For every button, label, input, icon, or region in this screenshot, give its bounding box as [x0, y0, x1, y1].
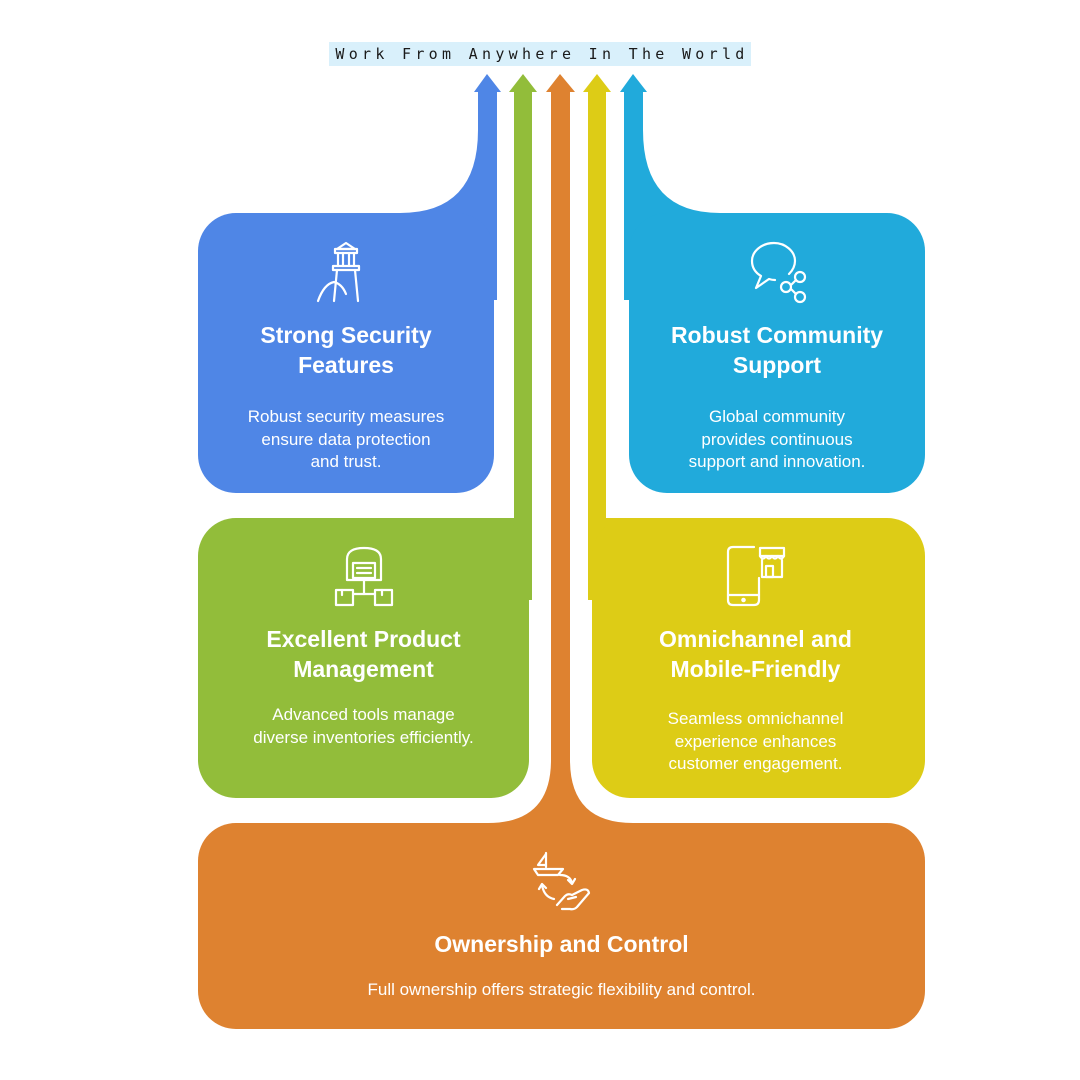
product-desc-line1: Advanced tools manage: [272, 705, 455, 724]
warehouse-network-icon: [334, 546, 393, 607]
card-omnichannel: [592, 518, 925, 798]
ship-hand-icon: [532, 851, 590, 911]
community-title-line2: Support: [732, 352, 822, 378]
security-title-line2: Features: [298, 352, 394, 378]
omnichannel-title-line1: Omnichannel and: [659, 626, 852, 652]
omnichannel-desc-line3: customer engagement.: [668, 754, 843, 773]
community-desc-line1: Global community: [708, 407, 846, 426]
card-product: [198, 518, 529, 798]
community-card-content: Robust Community Support Global communit…: [629, 240, 925, 474]
omnichannel-desc-line2: experience enhances: [674, 731, 837, 751]
community-title-line1: Robust Community: [670, 322, 884, 348]
product-title-line1: Excellent Product: [266, 626, 461, 652]
mobile-store-icon: [726, 545, 785, 607]
green-arrowhead: [509, 74, 537, 92]
ownership-card-content: Ownership and Control Full ownership off…: [198, 849, 925, 1002]
lighthouse-icon: [316, 241, 361, 303]
security-title-line1: Strong Security: [260, 322, 432, 348]
orange-arrowhead: [546, 74, 575, 92]
product-card-content: Excellent Product Management Advanced to…: [198, 544, 529, 749]
cyan-arrowhead: [620, 74, 647, 92]
card-community: [629, 213, 925, 493]
diagram-title: Work From Anywhere In The World: [329, 42, 751, 66]
card-ownership: [198, 823, 925, 1029]
ownership-desc: Full ownership offers strategic flexibil…: [367, 980, 756, 999]
product-desc-line2: diverse inventories efficiently.: [253, 727, 474, 747]
blue-arrowhead: [474, 74, 501, 92]
chat-share-icon: [750, 241, 807, 304]
product-title-line2: Management: [293, 656, 434, 682]
community-desc-line2: provides continuous: [701, 429, 853, 449]
community-desc-line3: support and innovation.: [688, 452, 866, 471]
security-desc-line2: ensure data protection: [261, 429, 431, 449]
security-card-content: Strong Security Features Robust security…: [198, 240, 494, 474]
ownership-title: Ownership and Control: [434, 931, 689, 957]
security-desc-line1: Robust security measures: [247, 407, 445, 426]
yellow-arrowhead: [583, 74, 611, 92]
cards: [198, 213, 925, 1029]
omnichannel-card-content: Omnichannel and Mobile-Friendly Seamless…: [592, 544, 919, 776]
card-security: [198, 213, 494, 493]
security-desc-line3: and trust.: [310, 452, 382, 471]
omnichannel-desc-line1: Seamless omnichannel: [667, 709, 844, 728]
omnichannel-title-line2: Mobile-Friendly: [670, 656, 841, 682]
